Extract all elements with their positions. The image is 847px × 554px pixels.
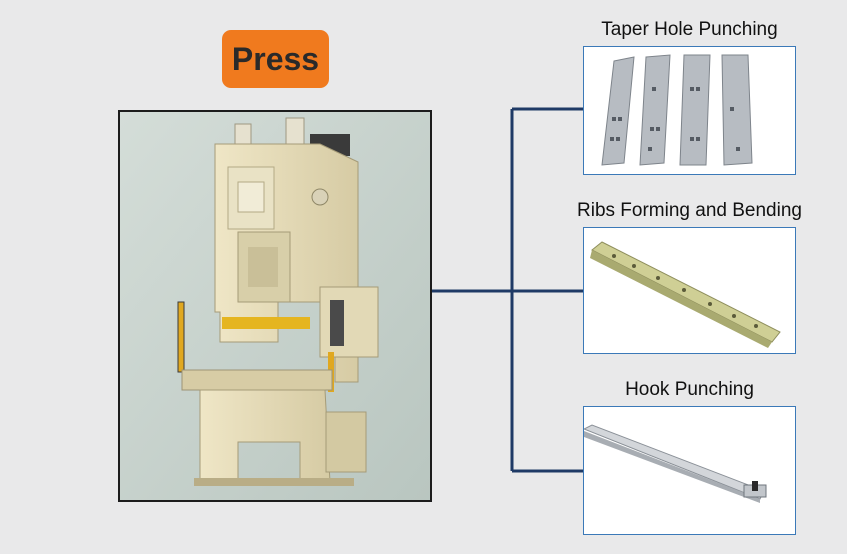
press-badge-label: Press (231, 40, 320, 77)
press-machine-image (118, 110, 432, 502)
caption-hook-punching: Hook Punching (625, 379, 754, 400)
formed-rail-illustration (584, 228, 795, 353)
taper-hole-punching-image (583, 46, 796, 175)
caption-taper-hole-punching: Taper Hole Punching (601, 19, 778, 40)
press-badge: Press (222, 30, 329, 88)
ribs-forming-and-bending-image (583, 227, 796, 354)
hook-punching-image (583, 406, 796, 535)
press-machine-illustration (120, 112, 430, 500)
caption-ribs-forming-and-bending: Ribs Forming and Bending (577, 200, 802, 221)
hook-rail-illustration (584, 407, 795, 534)
punched-rails-illustration (584, 47, 795, 174)
